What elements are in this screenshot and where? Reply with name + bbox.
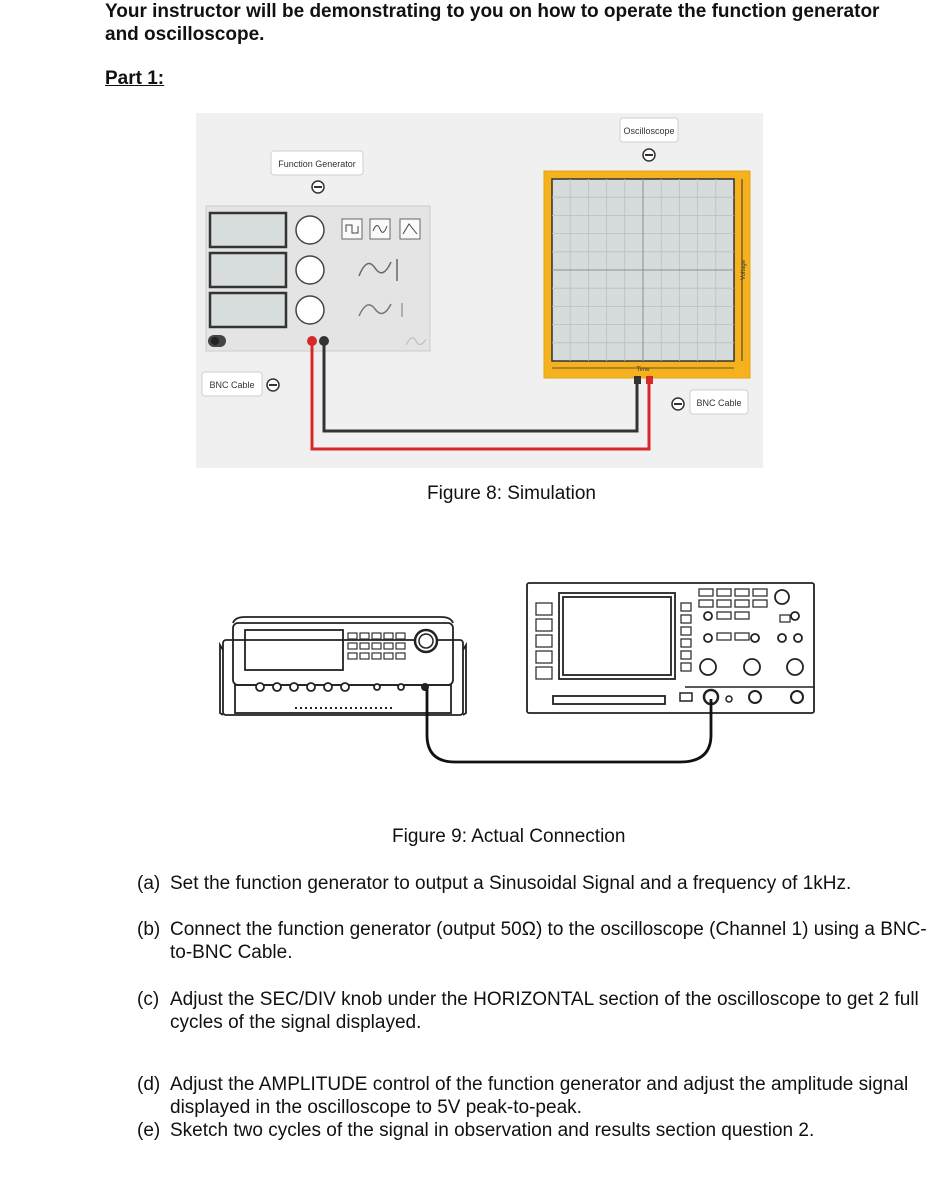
- figure-9-actual-connection: [219, 582, 815, 764]
- step-text: Sketch two cycles of the signal in obser…: [170, 1120, 815, 1141]
- intro-paragraph: Your instructor will be demonstrating to…: [105, 1, 880, 45]
- step-label: (c): [137, 989, 160, 1010]
- figure-8-simulation: Function Generator BNC Cable Oscilloscop: [196, 113, 763, 468]
- figure-9-caption: Figure 9: Actual Connection: [392, 826, 626, 847]
- function-generator-label: Function Generator: [278, 159, 356, 169]
- time-axis-label: Time: [636, 367, 650, 373]
- oscilloscope-drawing: [526, 582, 815, 714]
- cable-black: [322, 345, 639, 433]
- step-label: (a): [137, 873, 161, 894]
- voltage-axis-label: Voltage: [741, 259, 747, 280]
- figure-8-caption: Figure 8: Simulation: [427, 483, 596, 504]
- function-generator: [205, 205, 431, 352]
- oscilloscope-label: Oscilloscope: [623, 126, 674, 136]
- part-heading: Part 1:: [105, 68, 165, 89]
- step-text: Connect the function generator (output 5…: [170, 919, 927, 963]
- bnc-cable: [425, 689, 713, 764]
- step-text: Set the function generator to output a S…: [170, 873, 852, 894]
- step-label: (b): [137, 919, 161, 940]
- bnc-cable-right-label: BNC Cable: [696, 398, 741, 408]
- cable-red: [310, 345, 651, 451]
- step-text: Adjust the SEC/DIV knob under the HORIZO…: [170, 989, 919, 1033]
- oscilloscope: Voltage Time: [543, 170, 751, 384]
- step-label: (e): [137, 1120, 161, 1141]
- bnc-cable-left-label: BNC Cable: [209, 380, 254, 390]
- step-text: Adjust the AMPLITUDE control of the func…: [170, 1074, 909, 1118]
- step-label: (d): [137, 1074, 161, 1095]
